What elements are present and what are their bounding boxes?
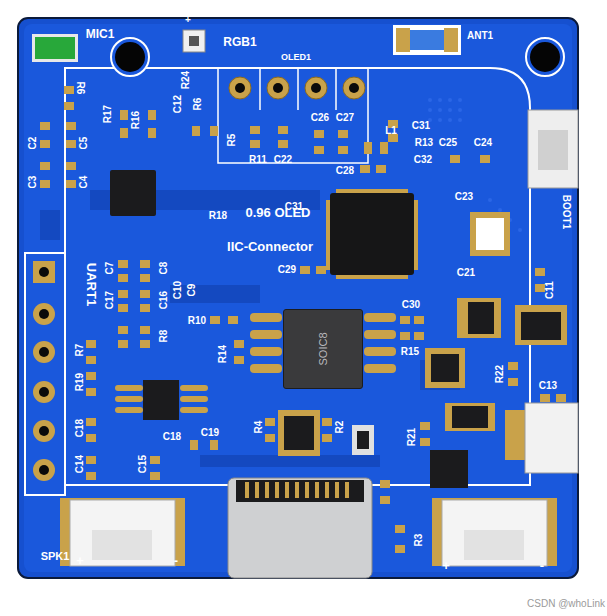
silkscreen-label: BOOT1 — [561, 195, 571, 229]
silkscreen-label: C11 — [545, 281, 555, 299]
silkscreen-label: C25 — [439, 138, 457, 148]
silkscreen-label: C17 — [105, 291, 115, 309]
silkscreen-label: C22 — [274, 155, 292, 165]
silkscreen-label: R14 — [218, 345, 228, 363]
silkscreen-label: R7 — [75, 344, 85, 357]
silkscreen-label: C29 — [278, 265, 296, 275]
silkscreen-label: R10 — [188, 316, 206, 326]
silkscreen-label: C28 — [336, 166, 354, 176]
silkscreen-label: C14 — [75, 455, 85, 473]
silkscreen-label: C21 — [457, 268, 475, 278]
silkscreen-label: L1 — [385, 126, 397, 136]
silkscreen-label: + — [76, 554, 84, 567]
silkscreen-label: C13 — [539, 381, 557, 391]
silkscreen-label: OLED1 — [281, 53, 311, 62]
ic-package: SOIC8 — [283, 309, 363, 389]
silkscreen-label: R5 — [227, 134, 237, 147]
silkscreen-label: + — [442, 559, 450, 572]
silkscreen-label: MIC1 — [86, 28, 115, 40]
silkscreen-label: ANT1 — [467, 31, 493, 41]
silkscreen-label: C19 — [201, 428, 219, 438]
silkscreen-label: IIC-Connector — [227, 240, 313, 253]
silkscreen-label: C15 — [138, 455, 148, 473]
silkscreen-label: R19 — [75, 373, 85, 391]
silkscreen-label: C31 — [412, 121, 430, 131]
silkscreen-label: C2 — [28, 137, 38, 150]
silkscreen-label: C26 — [311, 113, 329, 123]
silkscreen-label: C5 — [79, 137, 89, 150]
silkscreen-label: RGB1 — [223, 36, 256, 48]
silkscreen-label: C24 — [474, 138, 492, 148]
silkscreen-label: C31 — [285, 202, 303, 212]
silkscreen-label: UART1 — [86, 262, 99, 305]
silkscreen-label: R11 — [249, 155, 267, 165]
silkscreen-label: C4 — [79, 176, 89, 189]
silkscreen-label: C7 — [105, 262, 115, 275]
watermark: CSDN @whoLink — [527, 599, 605, 609]
silkscreen-label: C3 — [28, 176, 38, 189]
silkscreen-label: C12 — [173, 95, 183, 113]
silkscreen-label: R13 — [415, 138, 433, 148]
silkscreen-label: C18 — [163, 432, 181, 442]
silkscreen-label: C16 — [159, 291, 169, 309]
chip-marking: SOIC8 — [317, 332, 329, 365]
silkscreen-label: R8 — [159, 330, 169, 343]
silkscreen-label: C9 — [187, 284, 197, 297]
silkscreen-label: R22 — [495, 365, 505, 383]
silkscreen-label: C10 — [173, 281, 183, 299]
silkscreen-label: + — [185, 15, 191, 25]
silkscreen-label: C30 — [402, 300, 420, 310]
silkscreen-label: R3 — [414, 534, 424, 547]
silkscreen-label: R21 — [407, 428, 417, 446]
silkscreen-label: R6 — [193, 98, 203, 111]
silkscreen-label: R17 — [103, 105, 113, 123]
silkscreen-label: C27 — [336, 113, 354, 123]
silkscreen-label: SPK1 — [41, 551, 70, 562]
silkscreen-label: - — [174, 554, 178, 567]
silkscreen-label: R6 — [75, 82, 85, 95]
silkscreen-label: C18 — [75, 419, 85, 437]
silkscreen-label: R16 — [131, 111, 141, 129]
silkscreen-label: - — [540, 559, 544, 572]
silkscreen-label: C32 — [414, 155, 432, 165]
silkscreen-label: C8 — [159, 262, 169, 275]
silkscreen-label: R15 — [401, 347, 419, 357]
silkscreen-label: R2 — [335, 421, 345, 434]
silkscreen-label: R18 — [209, 211, 227, 221]
silkscreen-label: R24 — [181, 71, 191, 89]
silkscreen-label: R4 — [254, 421, 264, 434]
silkscreen-label: C23 — [455, 192, 473, 202]
